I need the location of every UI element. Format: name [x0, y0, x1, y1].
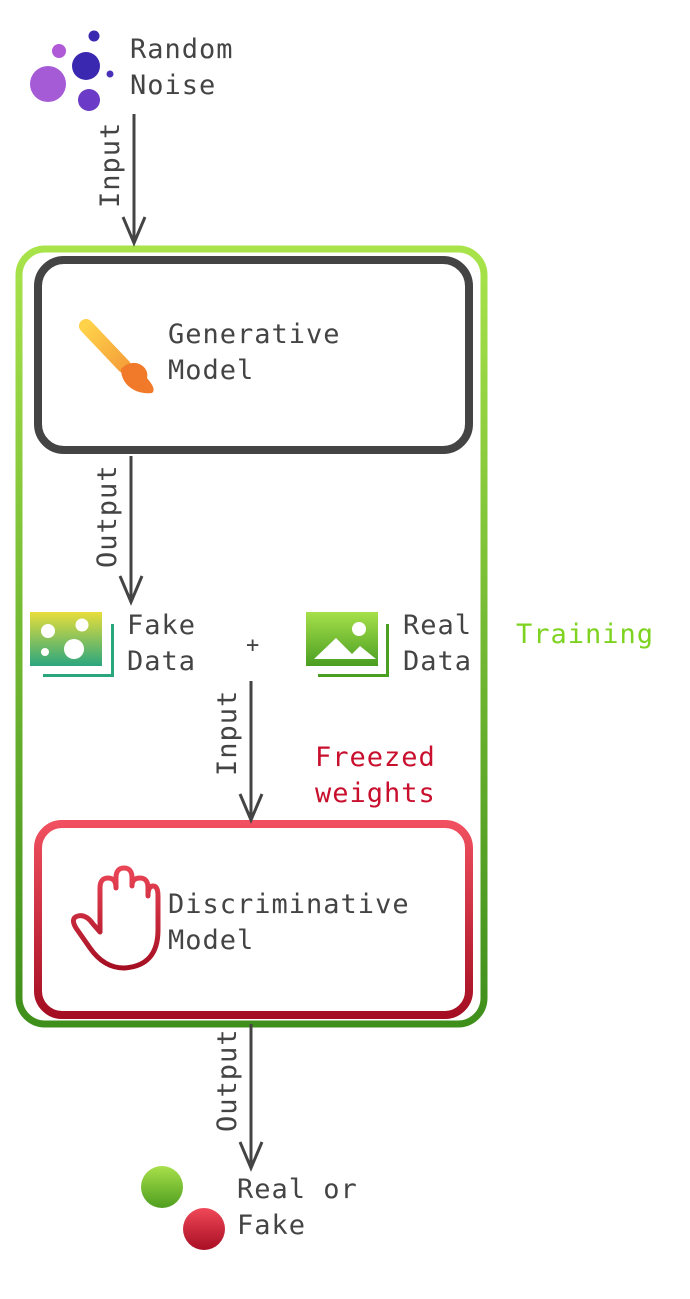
discriminator-box	[34, 820, 473, 1019]
training-label: Training	[516, 619, 655, 650]
fake-dot-icon	[183, 1208, 225, 1250]
paintbrush-icon	[79, 319, 154, 394]
result-label-line1: Real or	[237, 1174, 358, 1205]
hand-icon	[70, 865, 161, 971]
result-label-line2: Fake	[237, 1210, 307, 1241]
freezed-weights-line2: weights	[315, 778, 436, 809]
arrow-discriminator-to-result	[238, 1024, 264, 1172]
real-image-icon	[306, 612, 389, 677]
real-dot-icon	[141, 1166, 183, 1208]
noise-label-line2: Noise	[130, 70, 217, 101]
result-label: Real or Fake	[237, 1172, 358, 1244]
input-label-top: Input	[95, 121, 126, 208]
fake-data-label-line1: Fake	[127, 610, 197, 641]
generator-label-line2: Model	[168, 355, 255, 386]
fake-image-icon	[30, 612, 114, 677]
arrow-noise-to-generator	[121, 114, 147, 247]
fake-data-label-line2: Data	[127, 646, 197, 677]
noise-label-line1: Random	[130, 34, 234, 65]
freezed-weights-label: Freezed weights	[315, 740, 436, 812]
noise-icon	[30, 30, 114, 111]
output-label-discriminator: Output	[212, 1028, 243, 1132]
input-label-discriminator: Input	[212, 689, 243, 776]
generator-box	[34, 256, 473, 454]
plus-label: +	[246, 633, 261, 658]
freezed-weights-line1: Freezed	[315, 742, 436, 773]
arrow-generator-to-fake	[118, 456, 144, 606]
output-label-generator: Output	[92, 464, 123, 568]
real-data-label-line1: Real	[403, 610, 473, 641]
discriminator-label-line1: Discriminative	[168, 889, 410, 920]
arrow-data-to-discriminator	[238, 681, 264, 824]
generator-label-line1: Generative	[168, 319, 341, 350]
discriminator-label-line2: Model	[168, 925, 255, 956]
real-data-label-line2: Data	[403, 646, 473, 677]
